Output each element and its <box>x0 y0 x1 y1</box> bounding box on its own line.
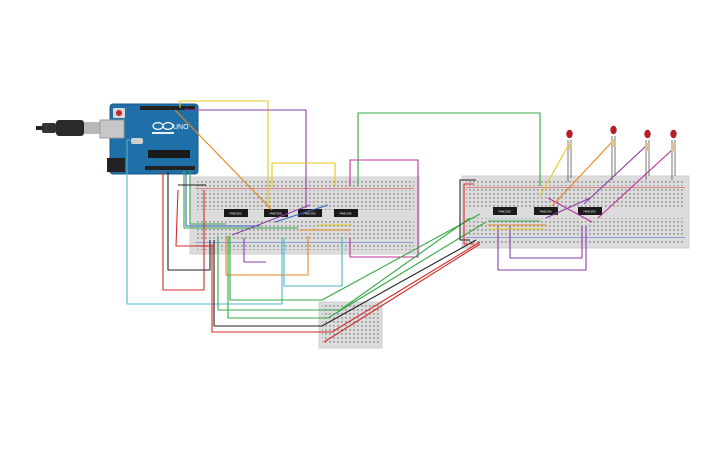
wire-green[interactable] <box>189 170 226 225</box>
wire-orange[interactable] <box>225 236 309 276</box>
chip-label: 74HC595 <box>339 212 352 216</box>
shift-register-chip[interactable]: 74HC595 <box>493 207 517 215</box>
wire-green[interactable] <box>357 112 541 186</box>
wire-black[interactable] <box>167 172 211 271</box>
chip-label: 74HC595 <box>539 210 552 214</box>
led-3[interactable] <box>644 129 651 180</box>
chips-left[interactable]: 74HC595 74HC595 74HC595 74HC595 <box>224 209 358 217</box>
led-2[interactable] <box>610 125 617 180</box>
wire-purple[interactable] <box>185 108 307 208</box>
chip-label: 74HC595 <box>303 212 316 216</box>
wire-red[interactable] <box>463 183 474 245</box>
shift-register-chip[interactable]: 74HC595 <box>298 209 322 217</box>
wire-orange[interactable] <box>174 109 273 211</box>
chip-label: 74HC595 <box>269 212 282 216</box>
wire-magenta[interactable] <box>597 149 673 219</box>
wire-purple[interactable] <box>243 238 266 263</box>
wire-cyan[interactable] <box>283 238 343 287</box>
atmega-chip <box>148 150 190 158</box>
wire-green[interactable] <box>183 170 298 229</box>
led-row[interactable] <box>566 125 677 182</box>
arduino-uno-board[interactable]: UNO <box>99 103 199 175</box>
shift-register-chip[interactable]: 74HC595 <box>264 209 288 217</box>
wire-yellow[interactable] <box>539 145 569 197</box>
digital-header[interactable] <box>140 106 195 110</box>
wire-yellow[interactable] <box>179 100 269 208</box>
wire-green[interactable] <box>217 217 471 311</box>
shift-register-chip[interactable]: 74HC595 <box>224 209 248 217</box>
wire-red[interactable] <box>323 243 481 343</box>
shift-register-chip[interactable]: 74HC595 <box>578 207 602 215</box>
led-4[interactable] <box>670 129 677 180</box>
led-1[interactable] <box>566 129 573 182</box>
wire-purple[interactable] <box>545 197 591 219</box>
wire-black[interactable] <box>213 239 477 327</box>
shift-register-chip[interactable]: 74HC595 <box>534 207 558 215</box>
breadboard-right[interactable] <box>461 175 690 249</box>
chip-label: 74HC595 <box>498 210 511 214</box>
shift-register-chip[interactable]: 74HC595 <box>334 209 358 217</box>
wire-red[interactable] <box>175 189 212 247</box>
analog-header[interactable] <box>145 166 195 170</box>
wire-yellow[interactable] <box>271 162 336 186</box>
arduino-infinity-logo-icon <box>152 121 174 130</box>
wire-black[interactable] <box>459 179 476 241</box>
wire-blue[interactable] <box>274 204 329 223</box>
arduino-brand-label: UNO <box>173 124 189 131</box>
wire-purple[interactable] <box>509 226 583 259</box>
wire-magenta[interactable] <box>349 159 419 258</box>
reset-button[interactable] <box>116 110 122 116</box>
wire-orange[interactable] <box>551 141 613 207</box>
wires <box>126 100 673 343</box>
wire-blue[interactable] <box>185 170 260 227</box>
wire-purple[interactable] <box>497 226 587 271</box>
usb-cable[interactable] <box>36 120 100 136</box>
chip-label: 74HC595 <box>583 210 596 214</box>
wire-cyan[interactable] <box>126 139 283 305</box>
chips-right[interactable]: 74HC595 74HC595 74HC595 <box>493 207 602 215</box>
wire-green[interactable] <box>227 221 487 319</box>
wire-red[interactable] <box>211 241 481 333</box>
chip-label: 74HC595 <box>229 212 242 216</box>
wire-green[interactable] <box>229 213 481 301</box>
wire-purple[interactable] <box>231 204 311 236</box>
wire-red[interactable] <box>162 172 205 291</box>
